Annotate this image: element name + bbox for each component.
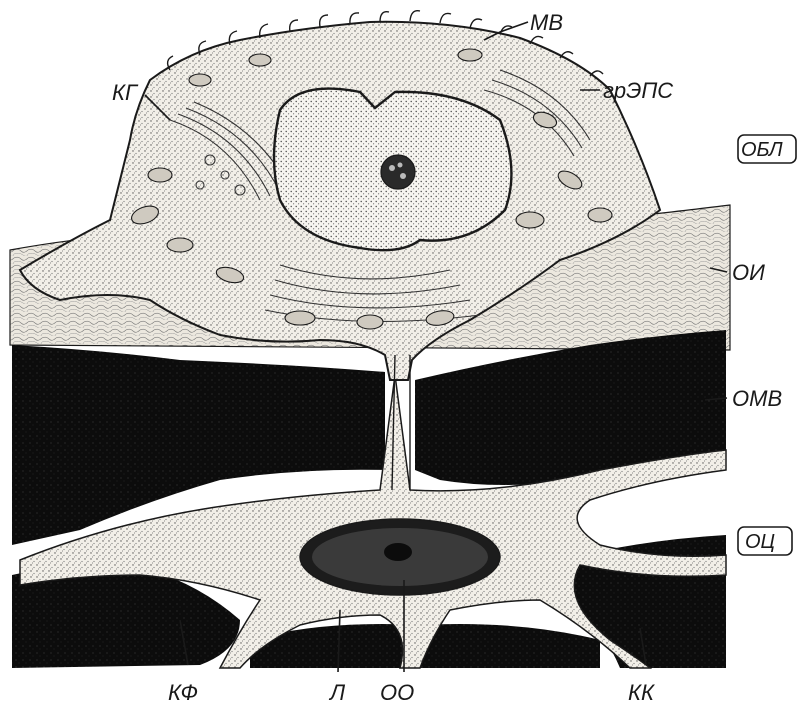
label-rough-er: грЭПС xyxy=(603,78,673,103)
label-oo: ОО xyxy=(380,680,414,705)
label-omv: ОМВ xyxy=(732,386,782,411)
label-kf: КФ xyxy=(168,680,198,705)
label-mv: МВ xyxy=(530,10,563,35)
label-golgi: КГ xyxy=(112,80,139,105)
label-kk: КК xyxy=(628,680,655,705)
osteoblast-nucleolus xyxy=(381,155,415,189)
label-oc: ОЦ xyxy=(745,531,775,553)
osteocyte-nucleolus xyxy=(384,543,412,561)
label-obl: ОБЛ xyxy=(741,139,783,161)
label-l: Л xyxy=(328,680,346,705)
label-oi: ОИ xyxy=(732,260,765,285)
